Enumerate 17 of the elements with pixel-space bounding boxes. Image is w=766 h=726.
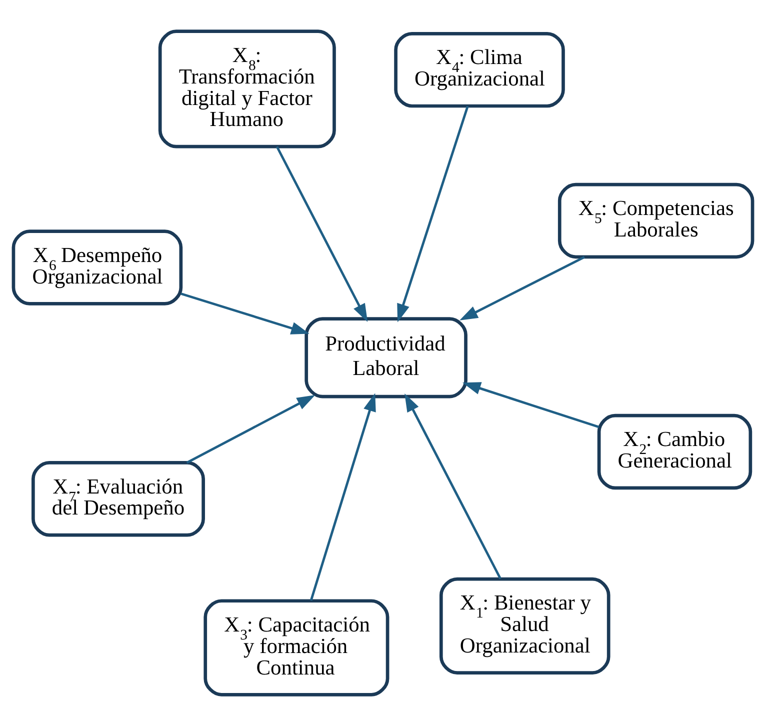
node-box: X$_{7}$: Evaluación del Desempeño <box>32 461 205 537</box>
node-box: X$_{1}$: Bienestar y Salud Organizacional <box>439 577 610 675</box>
node-box: X$_{8}$: Transformación digital y Factor Humano <box>158 30 336 148</box>
arrow <box>310 393 376 601</box>
arrow <box>460 256 585 320</box>
arrow <box>276 146 368 322</box>
arrow <box>404 393 502 580</box>
node-box: X$_{5}$: Competencias Laborales <box>558 182 754 259</box>
arrow <box>462 382 600 428</box>
node-box: X$_{2}$: Cambio Generacional <box>597 414 752 490</box>
arrow <box>180 292 310 334</box>
arrow <box>186 395 316 464</box>
arrow <box>397 106 469 322</box>
node-box: X$_{4}$: Clima Organizacional <box>394 32 565 108</box>
node-box: Productividad Laboral <box>304 317 468 398</box>
node-box: X$_{3}$: Capacitación y formación Continua <box>204 599 390 696</box>
node-box: X$_{6}$ Desempeño Organizacional <box>12 230 183 306</box>
